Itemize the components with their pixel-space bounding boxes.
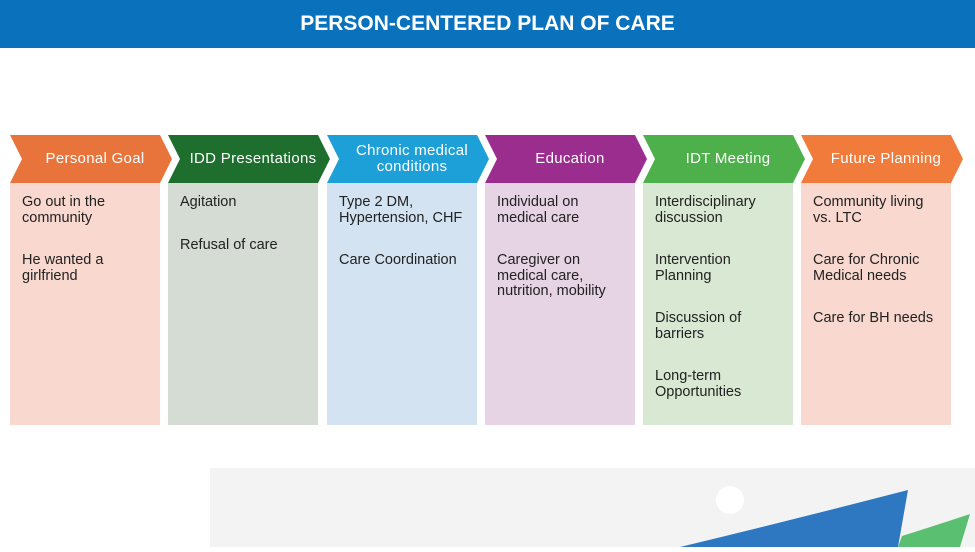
page-title: PERSON-CENTERED PLAN OF CARE bbox=[0, 0, 975, 48]
column-header: IDT Meeting bbox=[643, 135, 805, 183]
list-item: Type 2 DM, Hypertension, CHF bbox=[339, 194, 463, 226]
column-header: Future Planning bbox=[801, 135, 963, 183]
list-item: Agitation bbox=[180, 194, 237, 210]
column-header: IDD Presentations bbox=[168, 135, 330, 183]
list-item: Care Coordination bbox=[339, 252, 457, 268]
list-item: He wanted a girlfriend bbox=[22, 252, 104, 284]
list-item: Go out in the community bbox=[22, 194, 106, 226]
column-personal-goal: Personal Goal Go out in the community He w… bbox=[10, 135, 172, 425]
list-item: Care for Chronic Medical needs bbox=[813, 252, 920, 284]
decorative-background bbox=[210, 468, 975, 547]
list-item: Caregiver on medical care, nutrition, mo… bbox=[497, 252, 606, 299]
column-body: Type 2 DM, Hypertension, CHF Care Coordin… bbox=[327, 183, 477, 425]
list-item: Refusal of care bbox=[180, 236, 278, 253]
list-item: Care for BH needs bbox=[813, 310, 934, 326]
column-header: Chronic medical conditions bbox=[327, 135, 489, 183]
logo-shapes bbox=[680, 486, 970, 547]
list-item: Individual on medical care bbox=[497, 194, 580, 226]
list-item: Interdisciplinary discussion bbox=[655, 194, 756, 226]
column-header: Education bbox=[485, 135, 647, 183]
list-item: Discussion of barriers bbox=[655, 310, 742, 342]
list-item: Community living vs. LTC bbox=[813, 194, 924, 226]
column-header: Personal Goal bbox=[10, 135, 172, 183]
column-body: Go out in the community He wanted a girlf… bbox=[10, 183, 160, 425]
column-body: Community living vs. LTC Care for Chronic… bbox=[801, 183, 951, 425]
list-item: Long-term Opportunities bbox=[655, 368, 742, 400]
list-item: Intervention Planning bbox=[655, 252, 731, 284]
